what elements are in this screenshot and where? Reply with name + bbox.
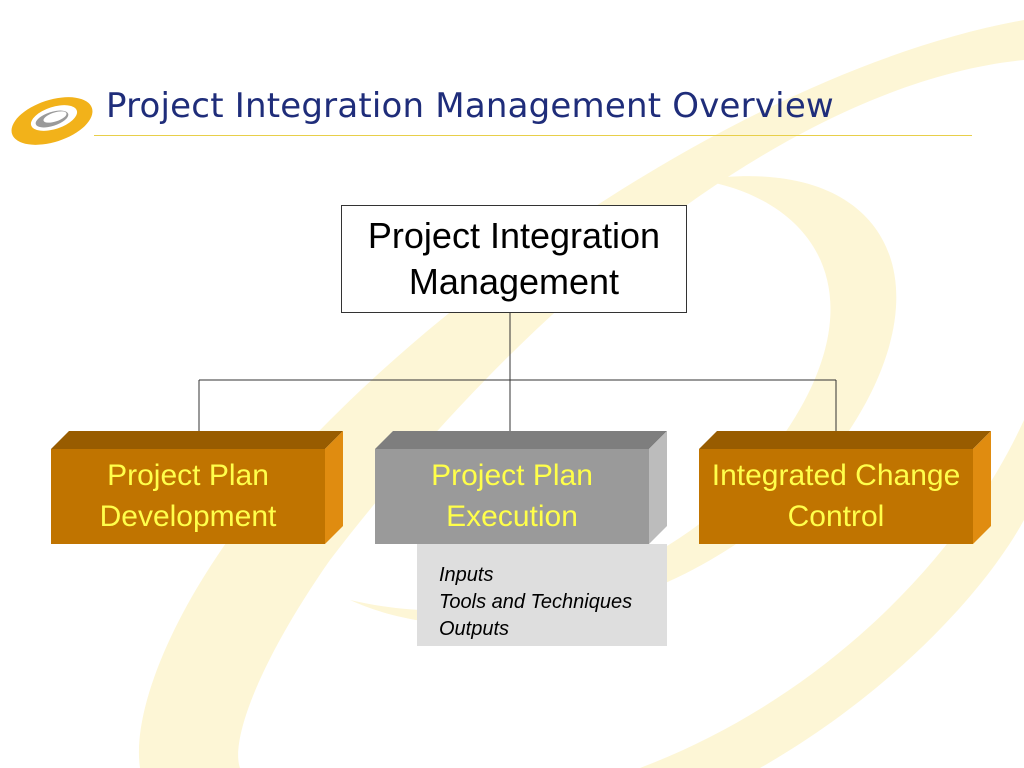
process-node-plan-development: Project Plan Development [51, 431, 343, 544]
detail-item-tools-techniques: Tools and Techniques [439, 591, 633, 613]
process-box-shape [51, 431, 343, 544]
detail-item-outputs: Outputs [439, 618, 510, 640]
root-node-label: Project Integration Management [367, 215, 661, 302]
process-node-plan-execution: Project Plan Execution [375, 431, 667, 544]
orange-ring-logo-icon [11, 97, 93, 145]
process-label: Integrated Change Control [711, 459, 961, 533]
process-box-shape [699, 431, 991, 544]
process-box-shape [375, 431, 667, 544]
detail-item-inputs: Inputs [439, 564, 494, 586]
slide-title: Project Integration Management Overview [106, 86, 834, 126]
process-detail-box: Inputs Tools and Techniques Outputs [417, 544, 667, 646]
title-underline [94, 135, 972, 136]
root-node-box: Project Integration Management [341, 205, 687, 313]
process-label: Project Plan Execution [431, 459, 593, 533]
process-label: Project Plan Development [99, 459, 277, 533]
process-node-change-control: Integrated Change Control [699, 431, 991, 544]
